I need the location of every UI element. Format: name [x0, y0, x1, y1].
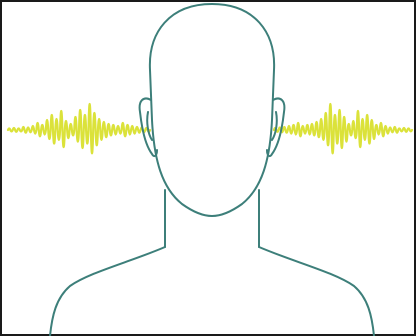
- face-outline: [150, 4, 274, 216]
- right-sound-wave-icon: [274, 104, 412, 153]
- left-shoulder: [50, 247, 165, 336]
- head-silhouette-icon: [50, 4, 374, 336]
- right-shoulder: [259, 247, 374, 336]
- left-sound-wave-icon: [8, 104, 150, 153]
